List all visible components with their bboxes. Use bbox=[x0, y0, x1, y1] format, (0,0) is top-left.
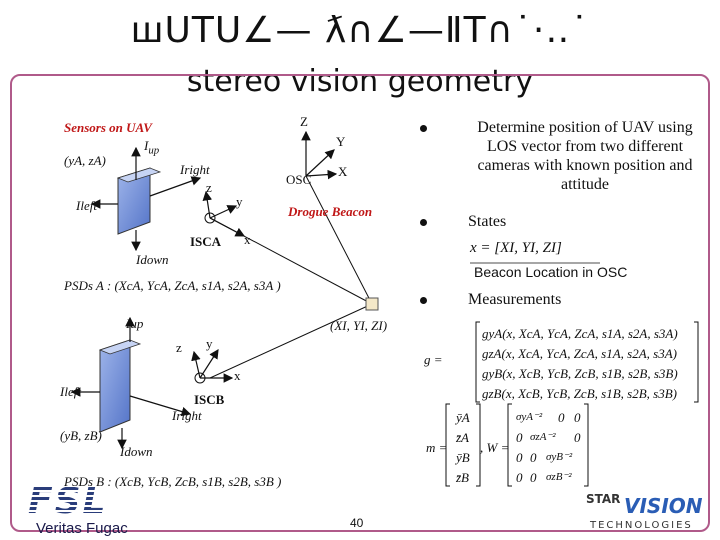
sensor-b-iright-label: Iright bbox=[172, 408, 202, 423]
isca-x-label: x bbox=[244, 232, 251, 247]
beacon-coords-label: (XI, YI, ZI) bbox=[330, 318, 388, 333]
w-cell: 0 bbox=[516, 450, 523, 465]
iscb-y-label: y bbox=[206, 336, 213, 351]
sensor-b-plate bbox=[99, 339, 131, 433]
sensor-b-iup-label: Iup bbox=[126, 316, 144, 331]
fsl-logo-mark: FSL bbox=[28, 481, 108, 522]
slide-subtitle: stereo vision geometry bbox=[186, 64, 534, 99]
osc-y-label: Y bbox=[336, 134, 346, 149]
m-row: ȳA bbox=[456, 410, 470, 425]
page-number: 40 bbox=[350, 516, 364, 530]
w-cell: 0 bbox=[530, 470, 537, 485]
iscb-x-label: x bbox=[234, 368, 241, 383]
g-row: gzB(x, XcB, YcB, ZcB, s1B, s2B, s3B) bbox=[482, 386, 677, 401]
osc-z-label: Z bbox=[300, 114, 308, 129]
sensors-on-uav-label: Sensors on UAV bbox=[64, 120, 152, 135]
drogue-beacon-label: Drogue Beacon bbox=[288, 204, 373, 219]
technologies-wordmark: TECHNOLOGIES bbox=[590, 520, 693, 531]
star-wordmark: STAR bbox=[586, 492, 621, 506]
g-row: gyB(x, XcB, YcB, ZcB, s1B, s2B, s3B) bbox=[482, 366, 678, 381]
w-cell: 0 bbox=[516, 430, 523, 445]
w-cell: σyA⁻² bbox=[516, 411, 543, 423]
slide-title-glyphs: ꟺUTU∠— ƛ∩∠—ⅡT∩˙·‥˙ bbox=[130, 10, 590, 51]
w-cell: σzA⁻² bbox=[530, 431, 556, 443]
m-row: ȳB bbox=[456, 450, 470, 465]
fsl-logo: FSL Veritas Fugac bbox=[22, 481, 172, 538]
sensor-a-position-label: (yA, zA) bbox=[64, 153, 106, 168]
psds-b-label: PSDs B : (XcB, YcB, ZcB, s1B, s2B, s3B ) bbox=[64, 474, 282, 489]
iscb-label: ISCB bbox=[194, 392, 225, 407]
w-cell: 0 bbox=[574, 410, 581, 425]
content-frame bbox=[10, 74, 710, 532]
star-vision-logo: STAR VISION TECHNOLOGIES bbox=[580, 492, 716, 536]
iscb-z-label: z bbox=[176, 340, 182, 355]
g-row: gyA(x, XcA, YcA, ZcA, s1A, s2A, s3A) bbox=[482, 326, 678, 341]
drogue-beacon-marker bbox=[365, 297, 379, 311]
sensor-a-iright-label: Iright bbox=[180, 162, 210, 177]
w-cell: 0 bbox=[516, 470, 523, 485]
w-cell: 0 bbox=[574, 430, 581, 445]
g-row: gzA(x, XcA, YcA, ZcA, s1A, s2A, s3A) bbox=[482, 346, 677, 361]
w-cell: 0 bbox=[558, 410, 565, 425]
w-cell: σyB⁻² bbox=[546, 451, 573, 463]
w-cell: 0 bbox=[530, 450, 537, 465]
w-label: , W = bbox=[480, 440, 510, 455]
sensor-a-idown-label: Idown bbox=[136, 252, 169, 267]
fsl-tagline: Veritas Fugac bbox=[36, 520, 128, 537]
m-row: z̄B bbox=[456, 470, 469, 485]
state-caption: Beacon Location in OSC bbox=[474, 264, 628, 280]
vision-wordmark: VISION bbox=[624, 494, 703, 518]
sensor-b-position-label: (yB, zB) bbox=[60, 428, 102, 443]
psds-a-label: PSDs A : (XcA, YcA, ZcA, s1A, s2A, s3A ) bbox=[64, 278, 281, 293]
isca-label: ISCA bbox=[190, 234, 222, 249]
sensor-a-ileft-label: Ileft bbox=[76, 198, 97, 213]
isca-y-label: y bbox=[236, 194, 243, 209]
osc-label: OSC bbox=[286, 172, 312, 187]
state-equation: x = [XI, YI, ZI] bbox=[470, 240, 562, 256]
sensor-a-iup-label: Iup bbox=[144, 138, 160, 157]
sensor-b-ileft-label: Ileft bbox=[60, 384, 81, 399]
sensor-b-idown-label: Idown bbox=[120, 444, 153, 459]
isca-z-label: z bbox=[206, 180, 212, 195]
m-label: m = bbox=[426, 440, 448, 455]
osc-x-label: X bbox=[338, 164, 348, 179]
g-label: g = bbox=[424, 352, 443, 367]
m-row: z̄A bbox=[456, 430, 469, 445]
w-cell: σzB⁻² bbox=[546, 471, 572, 483]
